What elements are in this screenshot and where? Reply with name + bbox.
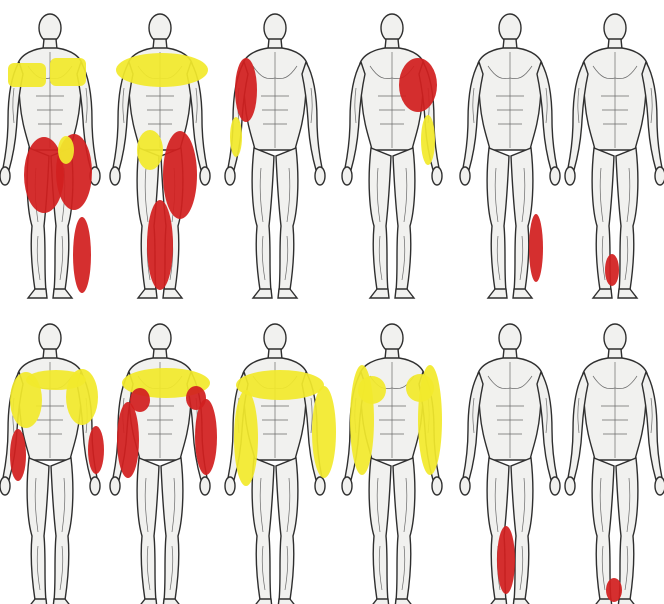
primary-pain-zone bbox=[163, 131, 197, 219]
secondary-pain-zone bbox=[234, 390, 258, 486]
secondary-pain-zone bbox=[116, 53, 208, 87]
primary-pain-zone bbox=[147, 200, 173, 290]
primary-pain-zone bbox=[195, 399, 217, 475]
primary-pain-zone bbox=[497, 526, 515, 594]
primary-pain-zone bbox=[10, 429, 26, 481]
secondary-pain-zone bbox=[50, 58, 86, 86]
primary-pain-zone bbox=[606, 578, 622, 602]
secondary-pain-zone bbox=[58, 136, 74, 164]
secondary-pain-zone bbox=[312, 386, 336, 478]
figure-outline bbox=[225, 14, 325, 298]
secondary-pain-zone bbox=[8, 63, 46, 87]
primary-pain-zone bbox=[130, 388, 150, 412]
body-figure-9-front bbox=[225, 324, 336, 604]
secondary-pain-zone bbox=[26, 370, 86, 390]
figure-outline bbox=[565, 324, 664, 604]
body-figure-8-back bbox=[110, 324, 217, 604]
figure-outline bbox=[460, 14, 560, 298]
body-figure-11-front bbox=[460, 324, 560, 604]
primary-pain-zone bbox=[605, 254, 619, 286]
body-figure-2-back bbox=[110, 14, 210, 298]
primary-pain-zone bbox=[399, 58, 437, 112]
primary-pain-zone bbox=[235, 58, 257, 122]
primary-pain-zone bbox=[529, 214, 543, 282]
secondary-pain-zone bbox=[406, 374, 434, 402]
body-figure-3-front bbox=[225, 14, 325, 298]
primary-pain-zone bbox=[73, 217, 91, 293]
primary-pain-zone bbox=[88, 426, 104, 474]
secondary-pain-zone bbox=[137, 130, 163, 170]
body-figure-12-back bbox=[565, 324, 664, 604]
secondary-pain-zone bbox=[230, 117, 242, 157]
body-figure-10-back bbox=[342, 324, 442, 604]
body-figure-1-front bbox=[0, 14, 100, 298]
body-figure-6-back bbox=[565, 14, 664, 298]
body-figure-4-back bbox=[342, 14, 442, 298]
body-figure-5-front bbox=[460, 14, 560, 298]
primary-pain-zone bbox=[186, 386, 206, 410]
secondary-pain-zone bbox=[358, 376, 386, 404]
body-figure-7-front bbox=[0, 324, 104, 604]
secondary-pain-zone bbox=[421, 115, 435, 165]
primary-pain-zone bbox=[117, 402, 139, 478]
